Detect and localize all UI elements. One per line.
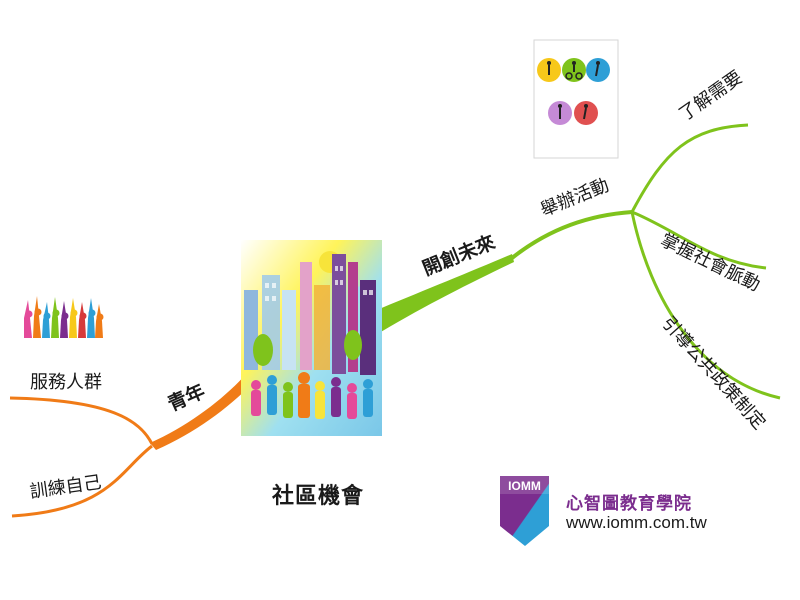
center-illustration: [241, 240, 382, 436]
brand-name: 心智圖教育學院: [566, 494, 692, 514]
crowd-image: [22, 292, 104, 338]
branch-qingnian: [9, 372, 252, 518]
branch-kaichuang: [372, 123, 781, 400]
logo-text: IOMM: [508, 479, 541, 493]
brand-url[interactable]: www.iomm.com.tw: [566, 513, 707, 532]
brand-logo: IOMM: [500, 476, 549, 546]
node-fuwu-renqun: 服務人群: [30, 372, 102, 393]
center-topic: 社區機會: [272, 484, 365, 509]
activities-image: [533, 39, 619, 159]
